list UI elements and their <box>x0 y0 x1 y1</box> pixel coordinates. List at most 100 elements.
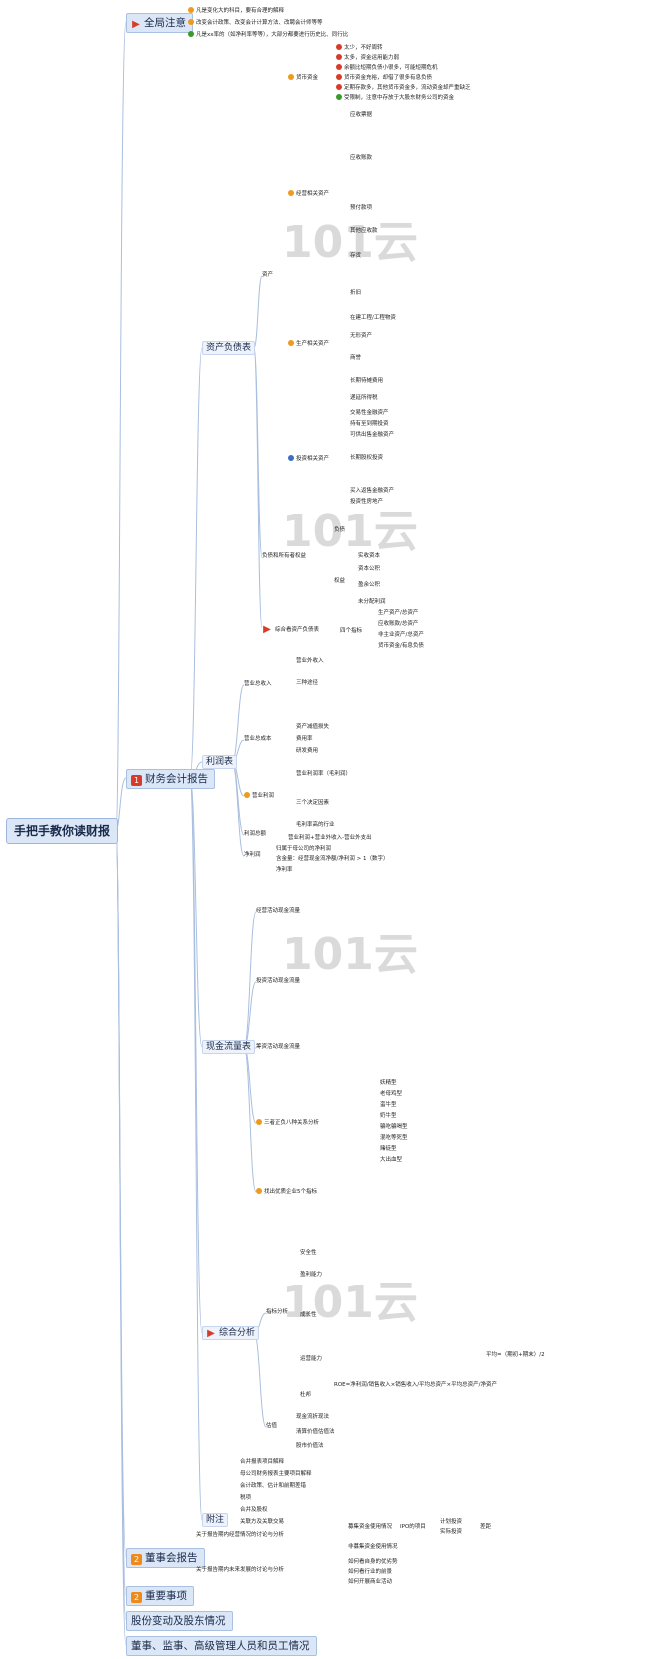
investment-item[interactable]: 投资性房地产 <box>350 499 384 505</box>
equity-item[interactable]: 未分配利润 <box>358 599 386 605</box>
priority-2-icon: 2 <box>131 1592 142 1603</box>
cost-item: 研发费用 <box>296 748 319 754</box>
cf-investing[interactable]: 投资活动现金流量 <box>256 978 301 984</box>
currency-item: 货币资金充裕，却借了很多有息负债 <box>336 74 432 82</box>
revenue-node[interactable]: 营业总收入 <box>244 681 272 687</box>
investment-item[interactable]: 买入返售金融资产 <box>350 488 395 494</box>
info-icon <box>188 31 194 37</box>
cross-icon <box>336 44 342 50</box>
section-shares[interactable]: 股份变动及股东情况 <box>126 1611 233 1631</box>
cf-operating[interactable]: 经营活动现金流量 <box>256 908 301 914</box>
board-item[interactable]: 关于报告期内经营情况的讨论与分析 <box>196 1532 285 1538</box>
appendix-item: 税项 <box>240 1495 252 1501</box>
appendix-item: 会计政策、估计和前期差错 <box>240 1483 307 1489</box>
valuation-item: 现金流折现法 <box>296 1414 330 1420</box>
cost-item: 资产减值损失 <box>296 724 330 730</box>
overview-item[interactable]: 非主业资产/总资产 <box>378 632 424 638</box>
cross-icon <box>336 54 342 60</box>
cross-icon <box>336 74 342 80</box>
ipo-label: IPO的项目 <box>400 1524 426 1530</box>
profit-statement[interactable]: 利润表 <box>202 755 238 769</box>
dupont-formula: ROE=净利润/销售收入×销售收入/平均总资产×平均总资产/净资产 <box>334 1382 498 1388</box>
root-node[interactable]: 手把手教你读财报 <box>6 818 118 844</box>
section-directors[interactable]: 董事、监事、高级管理人员和员工情况 <box>126 1636 317 1656</box>
eight-type: 老母鸡型 <box>380 1091 403 1097</box>
production-item[interactable]: 在建工程/工程物资 <box>350 315 396 321</box>
eight-type: 骗吃骗喝型 <box>380 1124 408 1130</box>
currency-item: 余额比短期负债小很多，可能短期危机 <box>336 64 438 72</box>
notes-appendix[interactable]: 附注 <box>202 1513 229 1527</box>
balance-sheet[interactable]: 资产负债表 <box>202 341 256 355</box>
priority-icon <box>288 455 294 461</box>
production-item[interactable]: 折旧 <box>350 290 362 296</box>
overview-item[interactable]: 应收账款/总资产 <box>378 621 419 627</box>
currency-item: 定期存款多，其他货币资金多，流动资金却严重缺乏 <box>336 84 471 92</box>
operating-assets[interactable]: 经营相关资产 <box>288 190 329 198</box>
eight-type: 蛮牛型 <box>380 1102 397 1108</box>
investment-assets[interactable]: 投资相关资产 <box>288 455 329 463</box>
section-label: 重要事项 <box>145 1590 187 1602</box>
production-item[interactable]: 无形资产 <box>350 333 373 339</box>
investment-item[interactable]: 可供出售金融资产 <box>350 432 395 438</box>
op-item: 营业利润率（毛利润） <box>296 771 352 777</box>
flag-icon: ▶ <box>263 624 271 635</box>
ipo-item: 计划投资 <box>440 1519 463 1525</box>
op-profit-node[interactable]: 营业利润 <box>244 792 274 800</box>
net-profit-node[interactable]: 净利润 <box>244 852 261 858</box>
overview-item[interactable]: 生产资产/总资产 <box>378 610 419 616</box>
investment-item[interactable]: 交易性金融资产 <box>350 410 389 416</box>
investment-item[interactable]: 长期股权投资 <box>350 455 384 461</box>
production-item[interactable]: 长期待摊费用 <box>350 378 384 384</box>
board-sub2: 如何看行业的前景 <box>348 1569 393 1575</box>
cf-five[interactable]: 找出优质企业5个指标 <box>256 1188 317 1196</box>
cf-financing[interactable]: 筹资活动现金流量 <box>256 1044 301 1050</box>
liabilities-node[interactable]: 负债和所有者权益 <box>262 553 307 559</box>
cf-eight[interactable]: 三者正负八种关系分析 <box>256 1119 319 1127</box>
liab-item[interactable]: 权益 <box>334 578 346 584</box>
net-item: 归属于母公司的净利润 <box>276 846 332 852</box>
valuation-node[interactable]: 估值 <box>266 1423 278 1429</box>
equity-item[interactable]: 资本公积 <box>358 566 381 572</box>
equity-item[interactable]: 盈余公积 <box>358 582 381 588</box>
overview-item[interactable]: 货币资金/有息负债 <box>378 643 424 649</box>
indicator-item: 安全性 <box>300 1250 317 1256</box>
watermark: 101云 <box>282 1277 418 1328</box>
production-assets[interactable]: 生产相关资产 <box>288 340 329 348</box>
cost-node[interactable]: 营业总成本 <box>244 736 272 742</box>
section-notice[interactable]: ▶全局注意 <box>126 13 193 33</box>
overview-node[interactable]: ▶综合看资产负债表 <box>263 624 320 635</box>
currency-funds[interactable]: 货币资金 <box>288 74 318 82</box>
section-label: 董事、监事、高级管理人员和员工情况 <box>131 1640 310 1652</box>
production-item[interactable]: 商誉 <box>350 355 362 361</box>
total-profit-node[interactable]: 利润总额 <box>244 831 267 837</box>
cashflow-statement[interactable]: 现金流量表 <box>202 1040 256 1054</box>
board-item[interactable]: 关于报告期内未来发展的讨论与分析 <box>196 1567 285 1573</box>
investment-item[interactable]: 持有至到期投资 <box>350 421 389 427</box>
appendix-item: 母公司财务报表主要项目解释 <box>240 1471 312 1477</box>
section-label: 财务会计报告 <box>145 773 208 785</box>
valuation-item: 清算价值估值法 <box>296 1429 335 1435</box>
operating-item[interactable]: 应收账款 <box>350 155 373 161</box>
indicator-node[interactable]: 指标分析 <box>266 1309 289 1315</box>
operating-item[interactable]: 其他应收款 <box>350 228 378 234</box>
eight-type: 妖精型 <box>380 1080 397 1086</box>
production-item[interactable]: 递延所得税 <box>350 395 378 401</box>
check-icon <box>336 94 342 100</box>
operating-item[interactable]: 存货 <box>350 253 362 259</box>
board-sub: 非募集资金使用情况 <box>348 1544 398 1550</box>
operating-item[interactable]: 应收票据 <box>350 112 373 118</box>
operating-item[interactable]: 预付款项 <box>350 205 373 211</box>
currency-item: 受限制，注意中存放于大股东财务公司的资金 <box>336 94 454 102</box>
equity-item[interactable]: 实收资本 <box>358 553 381 559</box>
assets-node[interactable]: 资产 <box>262 272 274 278</box>
flag-icon: ▶ <box>207 1328 215 1339</box>
priority-icon <box>288 74 294 80</box>
comprehensive-analysis[interactable]: ▶综合分析 <box>202 1326 260 1340</box>
appendix-item: 关联方及关联交易 <box>240 1519 285 1525</box>
liab-item[interactable]: 负债 <box>334 527 346 533</box>
appendix-item: 合并报表项目解释 <box>240 1459 285 1465</box>
